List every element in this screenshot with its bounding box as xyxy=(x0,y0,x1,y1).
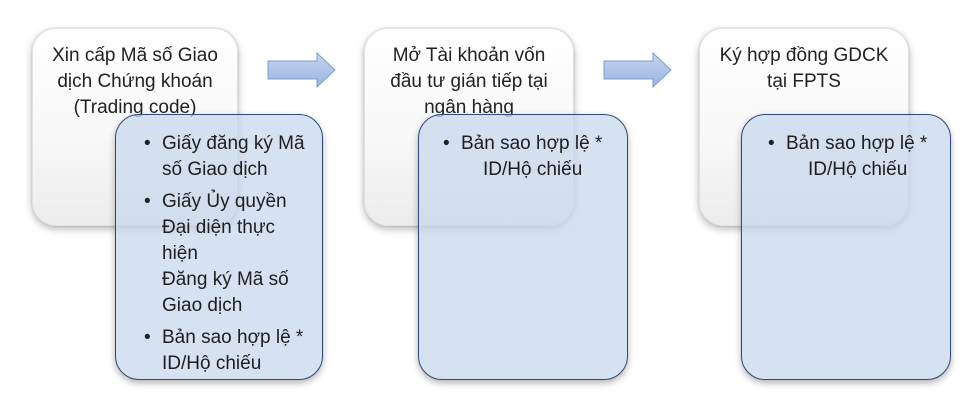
step-title-2: Mở Tài khoản vốn đầu tư gián tiếp tại ng… xyxy=(365,43,573,121)
step-title-line: (Trading code) xyxy=(73,97,197,118)
list-item-line: Đại diện thực hiện xyxy=(162,217,276,264)
arrow-right-icon xyxy=(603,51,672,89)
step-title-line: ngân hàng xyxy=(424,97,514,118)
step-title-1: Xin cấp Mã số Giao dịch Chứng khoán (Tra… xyxy=(33,43,237,121)
bullet-icon: • xyxy=(144,327,151,348)
step-title-3: Ký hợp đồng GDCK tại FPTS xyxy=(700,43,908,95)
list-item-line: ID/Hộ chiếu xyxy=(162,353,262,374)
detail-card-2: • Bản sao hợp lệ * ID/Hộ chiếu xyxy=(418,114,628,380)
detail-list-1: • Giấy đăng ký Mã số Giao dịch • Giấy Ủy… xyxy=(116,115,322,377)
list-item-line: ID/Hộ chiếu xyxy=(808,159,908,180)
list-item: • Giấy Ủy quyền Đại diện thực hiện Đăng … xyxy=(144,189,312,319)
detail-list-3: • Bản sao hợp lệ * ID/Hộ chiếu xyxy=(742,115,950,183)
list-item-line: Giấy Ủy quyền xyxy=(162,191,287,212)
list-item-line: Giao dịch xyxy=(162,295,243,316)
step-title-line: Xin cấp Mã số Giao xyxy=(52,45,218,66)
list-item-line: Bản sao hợp lệ * xyxy=(162,327,304,348)
step-title-line: đầu tư gián tiếp tại xyxy=(390,71,548,92)
list-item-line: ID/Hộ chiếu xyxy=(483,159,583,180)
list-item: • Bản sao hợp lệ * ID/Hộ chiếu xyxy=(768,131,940,183)
detail-card-1: • Giấy đăng ký Mã số Giao dịch • Giấy Ủy… xyxy=(115,114,323,380)
bullet-icon: • xyxy=(768,133,775,154)
list-item-line: Bản sao hợp lệ * xyxy=(786,133,928,154)
detail-list-2: • Bản sao hợp lệ * ID/Hộ chiếu xyxy=(419,115,627,183)
list-item: • Giấy đăng ký Mã số Giao dịch xyxy=(144,131,312,183)
bullet-icon: • xyxy=(144,133,151,154)
bullet-icon: • xyxy=(443,133,450,154)
list-item-line: Bản sao hợp lệ * xyxy=(461,133,603,154)
list-item-line: số Giao dịch xyxy=(162,159,268,180)
arrow-right-icon xyxy=(267,51,336,89)
step-title-line: tại FPTS xyxy=(767,71,841,92)
list-item: • Bản sao hợp lệ * ID/Hộ chiếu xyxy=(144,325,312,377)
list-item-line: Giấy đăng ký Mã xyxy=(162,133,305,154)
step-title-line: Ký hợp đồng GDCK xyxy=(719,45,889,66)
step-title-line: dịch Chứng khoán xyxy=(57,71,213,92)
detail-card-3: • Bản sao hợp lệ * ID/Hộ chiếu xyxy=(741,114,951,380)
list-item-line: Đăng ký Mã số xyxy=(162,269,289,290)
bullet-icon: • xyxy=(144,191,151,212)
list-item: • Bản sao hợp lệ * ID/Hộ chiếu xyxy=(443,131,617,183)
step-title-line: Mở Tài khoản vốn xyxy=(392,45,546,66)
